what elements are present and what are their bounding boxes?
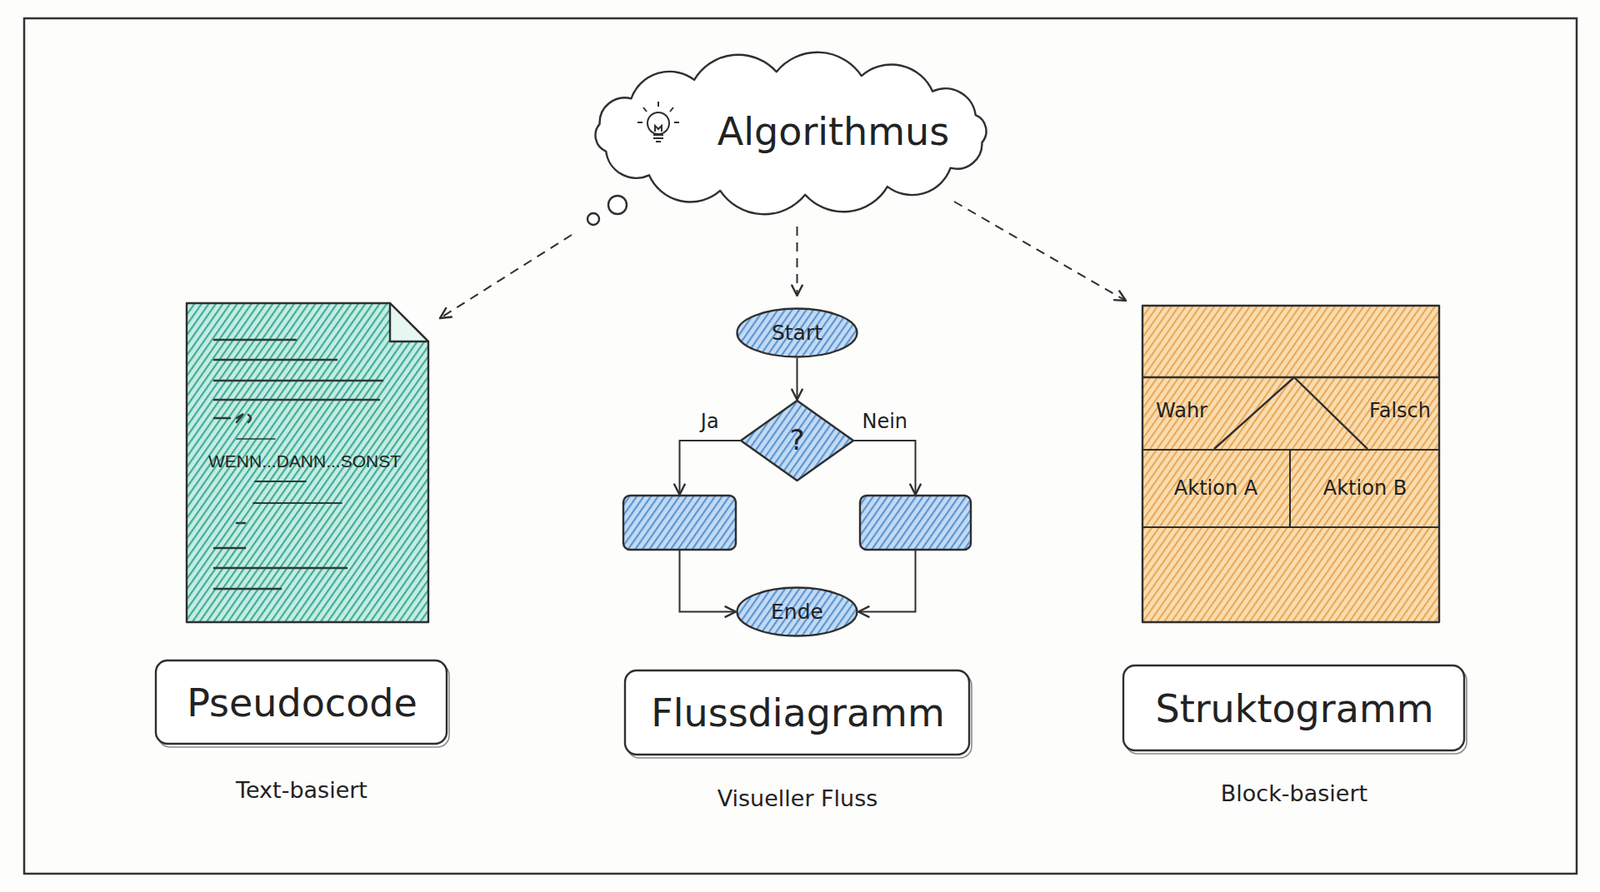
dashed-arrow: [440, 235, 572, 319]
structogram-block-outline: [1142, 305, 1440, 623]
caption-label: Block-basiert: [1169, 776, 1420, 812]
flow-arrow: [680, 550, 737, 613]
process-box: [859, 495, 972, 551]
node-text: Start: [735, 307, 859, 359]
node-text: Falsch: [1339, 395, 1431, 426]
title-box: Struktogramm: [1122, 665, 1467, 754]
title-box: Pseudocode: [155, 660, 450, 747]
dashed-arrow: [796, 226, 799, 296]
node-text: Aktion B: [1290, 450, 1440, 527]
structogram-cell: Aktion B: [1290, 449, 1440, 529]
dashed-arrow: [954, 201, 1126, 301]
structogram-block: Wahr FalschAktion AAktion B: [1142, 305, 1440, 623]
terminal-oval: Ende: [735, 586, 859, 638]
flow-arrow: [796, 358, 799, 400]
node-text: Wahr: [1155, 395, 1240, 426]
node-text: Struktogramm: [1122, 665, 1467, 754]
node-text: ?: [740, 400, 855, 482]
structogram-cell: Aktion A: [1142, 449, 1291, 529]
node-text: Algorithmus: [691, 90, 975, 174]
flow-arrow: [680, 440, 741, 495]
node-text: Aktion A: [1142, 450, 1290, 527]
node-text: Pseudocode: [155, 660, 450, 747]
edge-label: Ja: [660, 409, 760, 435]
node-text: Flussdiagramm: [624, 670, 972, 758]
title-box: Flussdiagramm: [624, 670, 972, 758]
process-box-outline: [622, 495, 737, 551]
terminal-oval: Start: [735, 307, 859, 359]
caption-label: Visueller Fluss: [672, 781, 923, 817]
page-frame: [24, 18, 1577, 875]
pseudocode-document: WENN...DANN...SONST: [186, 303, 429, 623]
caption-label: Text-basiert: [176, 773, 427, 809]
node-text: Ende: [735, 586, 859, 638]
edge-label: Nein: [835, 409, 935, 435]
flow-arrow: [854, 440, 916, 495]
node-text: WENN...DANN...SONST: [208, 450, 427, 474]
decision-diamond: ?: [740, 400, 855, 482]
thought-cloud: Algorithmus: [575, 56, 1000, 224]
process-box: [622, 495, 737, 551]
flow-arrow: [858, 550, 916, 613]
process-box-outline: [859, 495, 972, 551]
